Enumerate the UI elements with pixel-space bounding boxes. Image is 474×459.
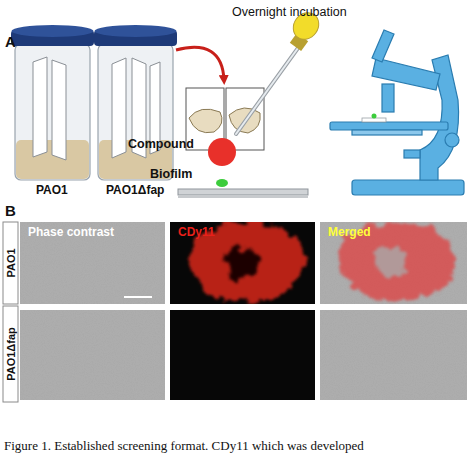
figure-caption: Figure 1. Established screening format. … bbox=[4, 438, 364, 454]
row-label: PAO1 bbox=[3, 222, 18, 304]
panel-title: Merged bbox=[328, 226, 371, 238]
row-label-text: PAO1Δfap bbox=[5, 327, 16, 381]
image-panel: Phase contrast bbox=[20, 222, 165, 304]
part-label: Biofilm bbox=[150, 168, 192, 182]
part-label: Compound bbox=[128, 138, 194, 152]
panel-title: Phase contrast bbox=[28, 226, 114, 238]
image-panel: CDy11 bbox=[170, 222, 315, 304]
panel-letter: B bbox=[5, 203, 16, 220]
panel-letter: A bbox=[5, 34, 16, 51]
step-label: Overnight incubation bbox=[232, 6, 347, 20]
strain-label: PAO1 bbox=[36, 184, 68, 197]
image-panel: Merged bbox=[320, 222, 467, 304]
panel-title: CDy11 bbox=[178, 226, 215, 238]
row-label: PAO1Δfap bbox=[3, 306, 18, 402]
strain-label: PAO1Δfap bbox=[106, 184, 164, 197]
row-label-text: PAO1 bbox=[5, 248, 16, 277]
